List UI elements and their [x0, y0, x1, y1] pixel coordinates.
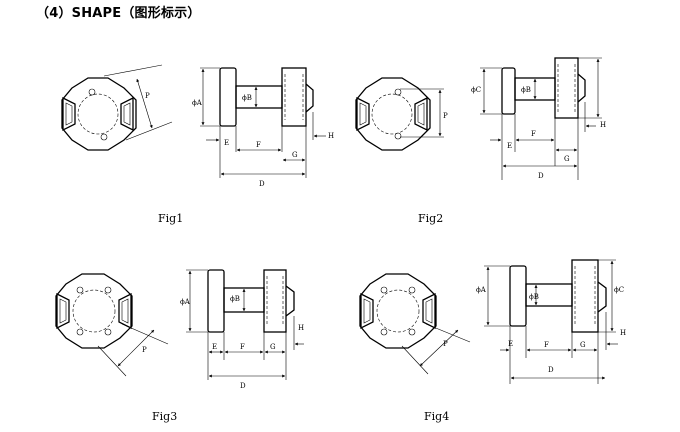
- fig4-dim-phi-b: ϕB: [529, 293, 539, 301]
- fig3-dim-g: G: [270, 343, 276, 351]
- fig4-dim-f: F: [544, 341, 549, 349]
- fig2-dim-d: D: [538, 172, 544, 180]
- fig2-dim-phi-b: ϕB: [521, 86, 531, 94]
- fig4-dim-p: P: [443, 340, 448, 348]
- fig4-dim-h: H: [620, 329, 626, 337]
- fig2-dim-f: F: [531, 130, 536, 138]
- fig3-dim-phi-a: ϕA: [180, 298, 191, 306]
- fig2-front-view: [355, 77, 444, 151]
- fig2-dim-p: P: [443, 112, 448, 120]
- fig3-dim-phi-b: ϕB: [230, 295, 240, 303]
- fig3-dim-f: F: [240, 343, 245, 351]
- fig4-dim-phi-c: ϕC: [614, 286, 624, 294]
- fig4-caption: Fig4: [424, 410, 449, 423]
- fig1: P ϕA ϕB E F G H D: [61, 64, 334, 225]
- fig1-caption: Fig1: [158, 212, 183, 225]
- fig3-dim-e: E: [212, 343, 217, 351]
- fig1-dim-f: F: [256, 141, 261, 149]
- fig2-side-view: [480, 57, 602, 180]
- fig3-side-view: [186, 269, 304, 380]
- fig3-front-view: [55, 273, 169, 377]
- fig4-dim-g: G: [580, 341, 586, 349]
- fig1-dim-phi-a: ϕA: [192, 99, 203, 107]
- fig3-dim-h: H: [298, 324, 304, 332]
- fig4-dim-phi-a: ϕA: [476, 286, 487, 294]
- fig2-dim-g: G: [564, 155, 570, 163]
- fig4-front-view: [359, 273, 471, 375]
- fig1-side-view: [200, 67, 326, 178]
- fig1-dim-d: D: [259, 180, 265, 188]
- fig3-dim-p: P: [142, 346, 147, 354]
- fig3-dim-d: D: [240, 382, 246, 390]
- fig2: P ϕC ϕB E F: [355, 57, 606, 225]
- fig3-caption: Fig3: [152, 410, 177, 423]
- fig4-side-view: [484, 259, 618, 384]
- fig2-dim-h: H: [600, 121, 606, 129]
- fig2-dim-e: E: [507, 142, 512, 150]
- fig4-dim-e: E: [508, 340, 513, 348]
- fig1-front-view: [61, 64, 173, 151]
- fig2-caption: Fig2: [418, 212, 443, 225]
- fig4-dim-d: D: [548, 366, 554, 374]
- fig1-dim-h: H: [328, 132, 334, 140]
- fig1-dim-e: E: [224, 139, 229, 147]
- fig2-dim-phi-c: ϕC: [471, 86, 481, 94]
- fig3: P ϕA ϕB E F G H D: [55, 269, 304, 423]
- section-heading: （4）SHAPE（图形标示）: [36, 6, 201, 21]
- fig1-dim-p: P: [145, 92, 150, 100]
- fig4: P ϕA ϕB ϕC E: [359, 259, 626, 423]
- fig1-dim-g: G: [292, 151, 298, 159]
- fig1-dim-phi-b: ϕB: [242, 94, 252, 102]
